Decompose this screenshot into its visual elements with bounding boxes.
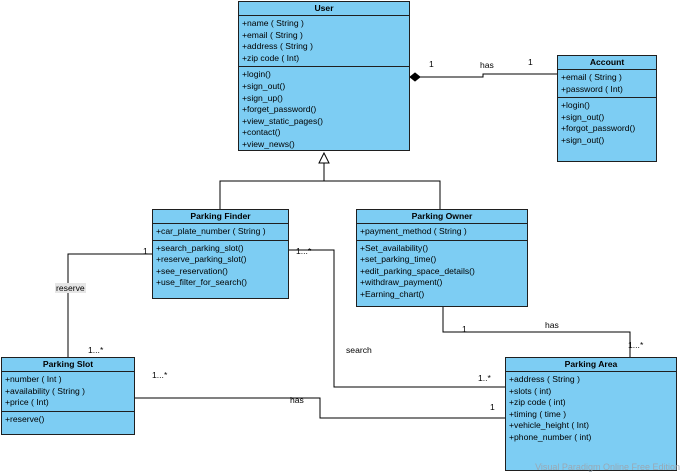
operation: +Set_availability(): [360, 242, 429, 253]
finder-reserve-multiplicity: 1: [143, 246, 148, 256]
attribute: +price ( Int): [5, 397, 49, 408]
class-user-attributes: +name ( String ) +email ( String ) +addr…: [239, 16, 409, 68]
watermark: Visual Paradigm Online Free Edition: [535, 462, 680, 472]
class-parking-area[interactable]: Parking Area +address ( String ) +slots …: [505, 357, 677, 471]
area-slot-multiplicity: 1: [490, 402, 495, 412]
operation: +sign_up(): [242, 92, 283, 103]
owner-generalization-line: [324, 180, 441, 209]
class-parking-finder-attributes: +car_plate_number ( String ): [153, 224, 288, 241]
user-account-association: [420, 73, 557, 78]
attribute: +slots ( int): [509, 385, 552, 396]
operation: +use_filter_for_search(): [156, 277, 247, 288]
composition-diamond: [409, 72, 421, 82]
attribute: +timing ( time ): [509, 408, 567, 419]
class-parking-finder-name: Parking Finder: [153, 210, 288, 224]
class-user[interactable]: User +name ( String ) +email ( String ) …: [238, 1, 410, 151]
operation: +view_static_pages(): [242, 115, 323, 126]
area-owner-multiplicity: 1...*: [628, 340, 644, 350]
class-parking-area-attributes: +address ( String ) +slots ( int) +zip c…: [506, 372, 676, 446]
attribute: +address ( String ): [242, 41, 313, 52]
operation: +reserve_parking_slot(): [156, 254, 247, 265]
finder-search-multiplicity: 1...*: [296, 246, 312, 256]
operation: +reserve(): [5, 413, 45, 424]
attribute: +password ( Int): [561, 83, 623, 94]
owner-area-association: [442, 307, 631, 357]
class-account-name: Account: [558, 56, 656, 70]
class-user-operations: +login() +sign_out() +sign_up() +forget_…: [239, 67, 409, 150]
operation: +contact(): [242, 127, 281, 138]
attribute: +availability ( String ): [5, 385, 85, 396]
class-parking-finder-operations: +search_parking_slot() +reserve_parking_…: [153, 241, 288, 291]
attribute: +payment_method ( String ): [360, 226, 467, 236]
owner-multiplicity: 1: [462, 324, 467, 334]
class-parking-slot[interactable]: Parking Slot +number ( Int ) +availabili…: [1, 357, 135, 435]
slot-reserve-multiplicity: 1...*: [88, 345, 104, 355]
attribute: +address ( String ): [509, 374, 580, 384]
class-parking-slot-name: Parking Slot: [2, 358, 134, 372]
user-multiplicity: 1: [429, 59, 434, 69]
slot-area-association: [135, 397, 505, 419]
class-parking-owner-operations: +Set_availability() +set_parking_time() …: [357, 241, 527, 303]
operation: +view_news(): [242, 138, 295, 149]
class-account[interactable]: Account +email ( String ) +password ( In…: [557, 55, 657, 162]
slot-area-multiplicity: 1...*: [152, 370, 168, 380]
attribute: +email ( String ): [242, 29, 303, 40]
class-parking-slot-attributes: +number ( Int ) +availability ( String )…: [2, 372, 134, 412]
class-parking-area-name: Parking Area: [506, 358, 676, 372]
attribute: +vehicle_height ( Int): [509, 420, 590, 431]
operation: +edit_parking_space_details(): [360, 265, 475, 276]
owner-area-association-name: has: [545, 320, 559, 330]
slot-area-association-name: has: [290, 395, 304, 405]
class-account-operations: +login() +sign_out() +forgot_password() …: [558, 98, 656, 148]
attribute: +phone_number ( int): [509, 431, 592, 442]
finder-generalization-line: [219, 163, 325, 209]
user-account-association-name: has: [480, 60, 494, 70]
operation: +login(): [561, 100, 590, 111]
class-parking-owner[interactable]: Parking Owner +payment_method ( String )…: [356, 209, 528, 307]
operation: +forgot_password(): [561, 123, 636, 134]
class-parking-slot-operations: +reserve(): [2, 412, 134, 428]
operation: +sign_out(): [561, 134, 605, 145]
area-search-multiplicity: 1..*: [478, 373, 491, 383]
class-account-attributes: +email ( String ) +password ( Int): [558, 70, 656, 99]
attribute: +email ( String ): [561, 72, 622, 82]
search-association-name: search: [346, 345, 372, 355]
operation: +Earning_chart(): [360, 288, 425, 299]
operation: +search_parking_slot(): [156, 242, 244, 253]
account-multiplicity: 1: [528, 57, 533, 67]
class-parking-owner-name: Parking Owner: [357, 210, 527, 224]
class-parking-owner-attributes: +payment_method ( String ): [357, 224, 527, 241]
search-association: [289, 249, 505, 388]
attribute: +zip code ( int): [509, 397, 566, 408]
operation: +forget_password(): [242, 104, 317, 115]
reserve-association: [67, 253, 152, 357]
attribute: +zip code ( Int): [242, 52, 300, 63]
operation: +set_parking_time(): [360, 254, 437, 265]
operation: +sign_out(): [561, 111, 605, 122]
attribute: +name ( String ): [242, 18, 304, 28]
operation: +withdraw_payment(): [360, 277, 443, 288]
attribute: +number ( Int ): [5, 374, 62, 384]
class-user-name: User: [239, 2, 409, 16]
operation: +login(): [242, 69, 271, 80]
operation: +see_reservation(): [156, 265, 228, 276]
attribute: +car_plate_number ( String ): [156, 226, 266, 236]
generalization-arrowhead: [318, 151, 330, 164]
class-parking-finder[interactable]: Parking Finder +car_plate_number ( Strin…: [152, 209, 289, 299]
operation: +sign_out(): [242, 80, 286, 91]
reserve-association-name: reserve: [55, 283, 86, 293]
